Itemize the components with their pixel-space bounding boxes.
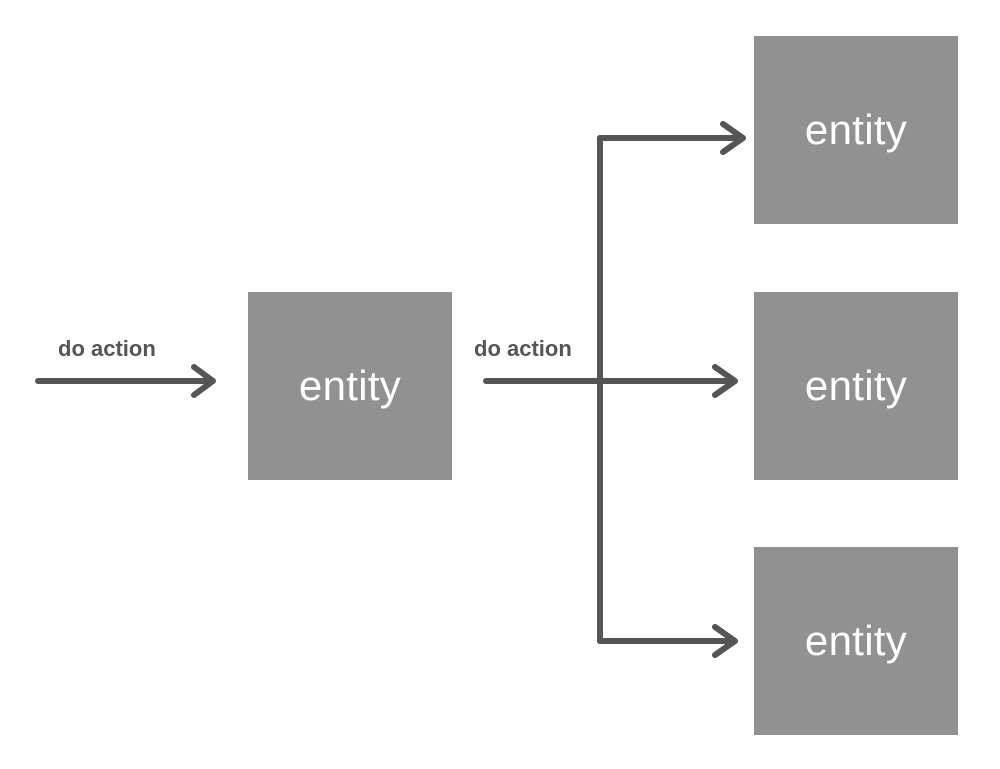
entity-label-target-bottom: entity bbox=[804, 617, 908, 664]
entity-label-target-middle: entity bbox=[804, 362, 908, 409]
entity-label-source: entity bbox=[298, 362, 402, 409]
entity-label-target-top: entity bbox=[804, 106, 908, 153]
branch-arrowhead-top bbox=[720, 121, 746, 155]
branch-arrowhead-middle bbox=[712, 364, 738, 398]
entity-box-target-bottom: entity bbox=[754, 547, 958, 735]
entity-box-target-middle: entity bbox=[754, 292, 958, 480]
entity-box-source: entity bbox=[248, 292, 452, 480]
branch-arrowhead-bottom bbox=[712, 624, 738, 658]
input-action-label: do action bbox=[58, 336, 156, 361]
entity-box-target-top: entity bbox=[754, 36, 958, 224]
fanout-action-label: do action bbox=[474, 336, 572, 361]
input-arrowhead bbox=[191, 364, 216, 398]
